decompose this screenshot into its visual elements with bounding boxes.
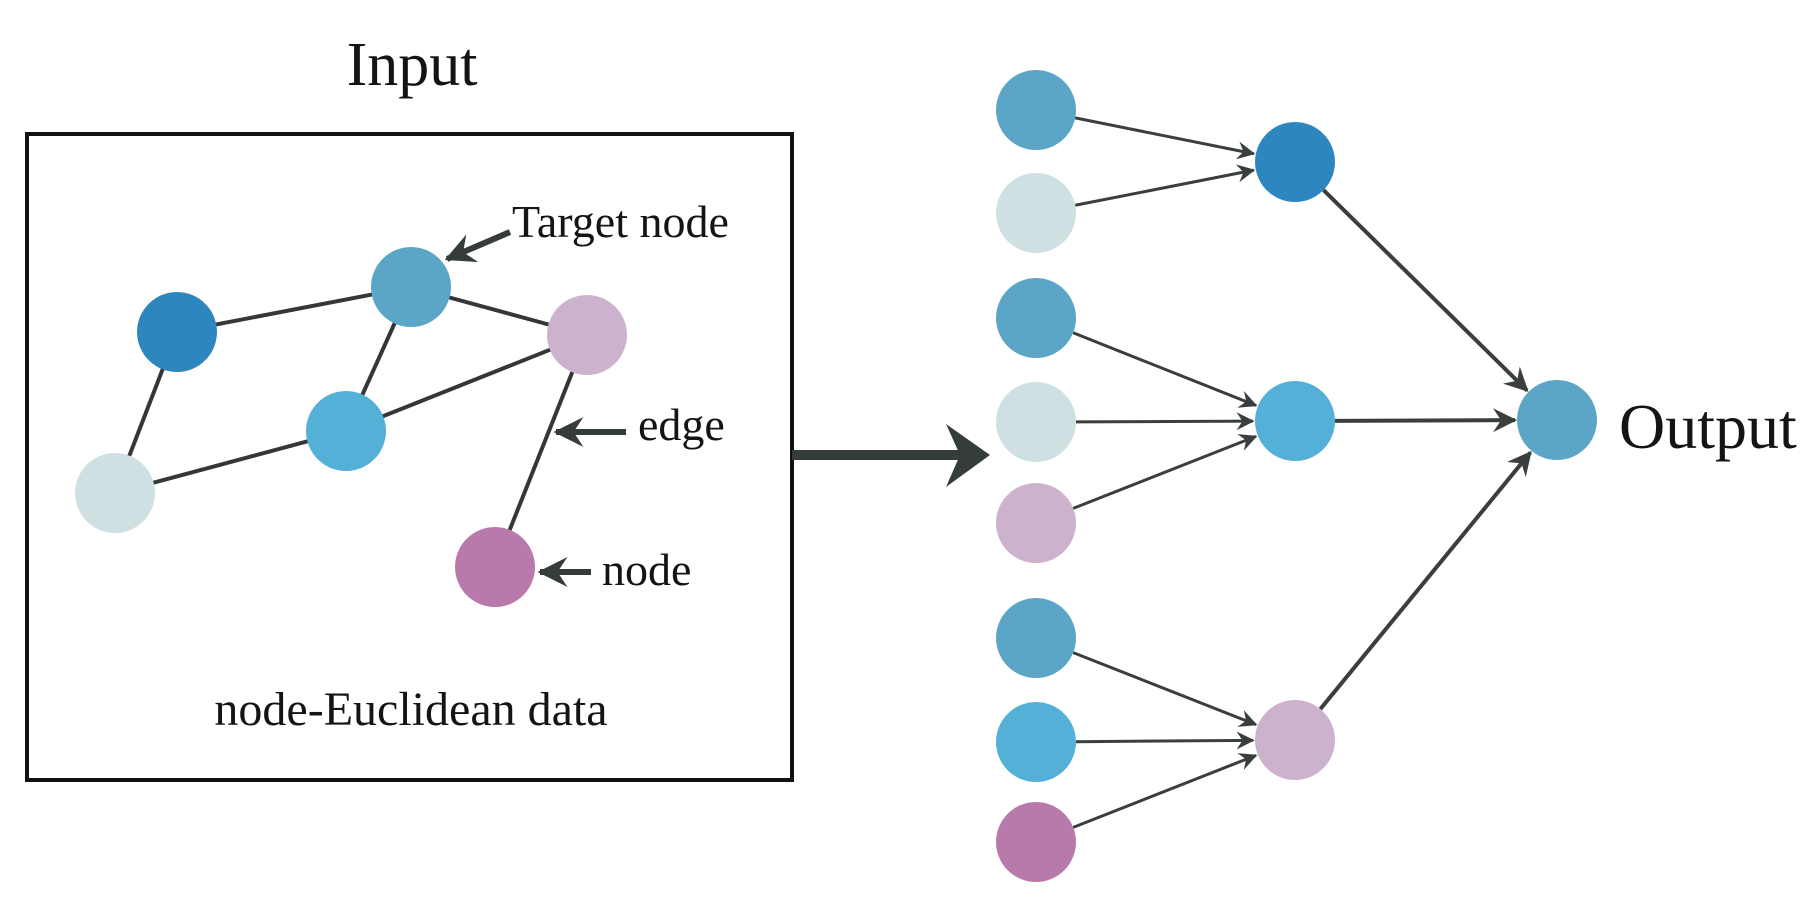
network-nodes <box>996 70 1597 882</box>
input-layer-node-in3 <box>996 278 1076 358</box>
graph-edge-dark-blue-target <box>213 292 375 327</box>
link-in4-h2 <box>1075 412 1255 431</box>
node-label: node <box>602 544 691 595</box>
target-node <box>371 247 451 327</box>
graph-edge-pink-light-purple <box>507 369 575 533</box>
graph-node-purple <box>455 527 535 607</box>
graph-node-bright-blue <box>306 391 386 471</box>
transition-arrow <box>792 424 990 487</box>
network-links <box>1072 116 1532 829</box>
link-in3-h2 <box>1072 331 1258 408</box>
graph-edges <box>126 292 575 533</box>
link-h1-output <box>1322 188 1529 392</box>
link-in6-h3 <box>1072 651 1258 727</box>
link-in5-h2 <box>1072 434 1258 510</box>
graph-nodes <box>75 247 627 607</box>
graph-edge-pale-bright-blue <box>151 438 310 486</box>
target-node-pointer-arrow <box>444 229 512 262</box>
link-in7-h3 <box>1075 731 1255 750</box>
input-caption: node-Euclidean data <box>214 683 607 736</box>
link-in8-h3 <box>1072 753 1258 829</box>
input-layer-node-in4 <box>996 382 1076 462</box>
input-layer-node-in6 <box>996 598 1076 678</box>
input-layer-node-in7 <box>996 702 1076 782</box>
link-h3-output <box>1318 450 1532 711</box>
input-layer-node-in1 <box>996 70 1076 150</box>
output-label: Output <box>1619 391 1797 462</box>
graph-edge-target-pink-light <box>447 295 551 327</box>
edge-label: edge <box>638 399 725 450</box>
link-h2-output <box>1334 408 1518 433</box>
target-node-label: Target node <box>512 196 729 247</box>
hidden-layer-node-h2 <box>1255 381 1335 461</box>
graph-edge-bright-blue-pink-light <box>380 347 553 419</box>
input-layer-node-in5 <box>996 483 1076 563</box>
graph-node-pale <box>75 453 155 533</box>
hidden-layer-node-h3 <box>1255 700 1335 780</box>
graph-node-pink-light <box>547 295 627 375</box>
link-in1-h1 <box>1074 116 1256 160</box>
input-layer-node-in2 <box>996 173 1076 253</box>
link-in2-h1 <box>1074 164 1256 207</box>
graph-node-dark-blue <box>137 292 217 372</box>
graph-edge-dark-blue-pale <box>126 366 166 459</box>
input-title: Input <box>347 31 478 99</box>
hidden-layer-node-h1 <box>1255 122 1335 202</box>
input-layer-node-in8 <box>996 802 1076 882</box>
output-node <box>1517 380 1597 460</box>
graph-edge-target-bright-blue <box>359 320 398 398</box>
